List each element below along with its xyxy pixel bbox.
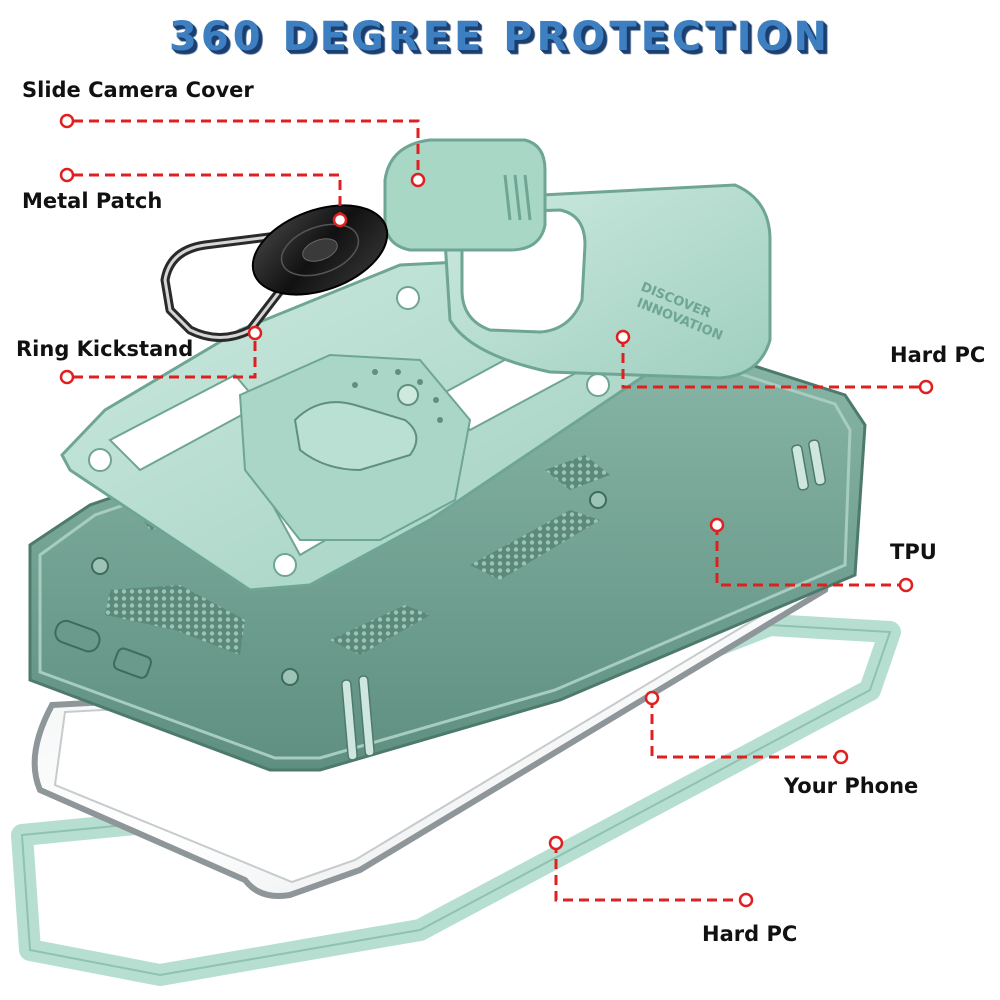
label-hard-pc-top: Hard PC xyxy=(890,343,986,367)
label-hard-pc-bottom: Hard PC xyxy=(702,922,798,946)
page-title: 360 DEGREE PROTECTION xyxy=(169,14,831,60)
callout-markers xyxy=(59,113,934,908)
callout-line-slide-camera-cover xyxy=(73,119,420,180)
callout-line-ring-kickstand xyxy=(73,333,257,379)
camera-slide-piece-illustration: DISCOVER INNOVATION xyxy=(383,138,772,380)
label-ring-kickstand: Ring Kickstand xyxy=(16,337,194,361)
callout-line-hard-pc-bottom xyxy=(554,843,740,902)
label-tpu: TPU xyxy=(890,540,937,564)
callout-line-your-phone xyxy=(650,698,835,759)
label-metal-patch: Metal Patch xyxy=(22,189,163,213)
label-your-phone: Your Phone xyxy=(784,774,919,798)
callout-lines xyxy=(73,119,920,902)
label-slide-camera-cover: Slide Camera Cover xyxy=(22,78,254,102)
callout-line-hard-pc-top xyxy=(621,337,920,389)
callout-line-tpu xyxy=(715,525,900,587)
ring-kickstand-illustration xyxy=(160,204,389,342)
callout-line-metal-patch xyxy=(73,173,342,220)
